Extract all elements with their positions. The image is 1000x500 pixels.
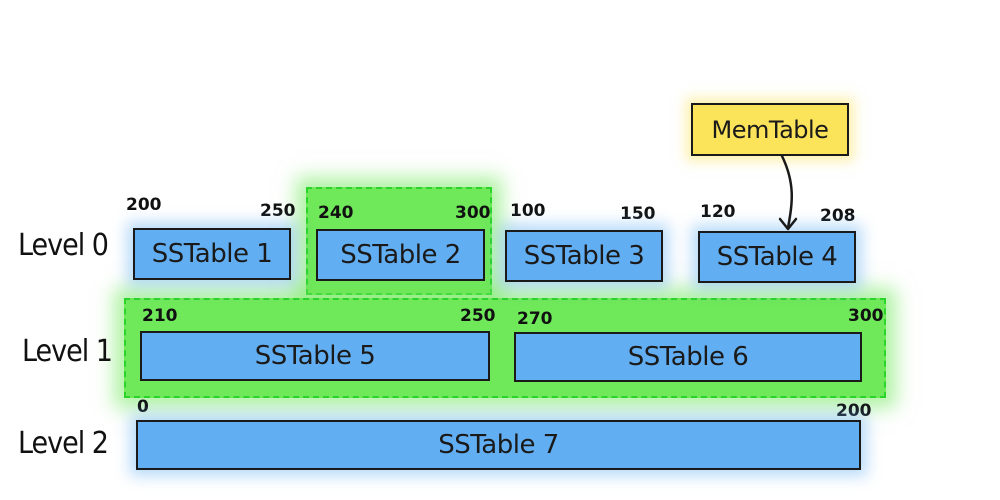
flush-arrow-head [778, 217, 798, 231]
sstable-7-label: SSTable 7 [438, 430, 559, 460]
sstable-1: SSTable 1 [133, 228, 291, 280]
sstable-4: SSTable 4 [698, 231, 856, 283]
sstable-5: SSTable 5 [140, 331, 490, 381]
sstable-6: SSTable 6 [514, 332, 862, 382]
level-2-label: Level 2 [18, 426, 109, 461]
sstable-5-min-key: 210 [142, 306, 178, 326]
memtable-box: MemTable [691, 103, 849, 156]
sstable-3-max-key: 150 [620, 204, 656, 224]
sstable-1-label: SSTable 1 [151, 239, 273, 269]
memtable-label: MemTable [711, 115, 829, 144]
sstable-6-max-key: 300 [848, 306, 884, 326]
sstable-2-label: SSTable 2 [340, 240, 461, 270]
sstable-4-max-key: 208 [820, 206, 856, 226]
sstable-4-label: SSTable 4 [716, 242, 838, 272]
sstable-5-label: SSTable 5 [254, 341, 376, 371]
sstable-3-label: SSTable 3 [523, 241, 645, 271]
flush-arrow-line [780, 154, 794, 230]
sstable-1-max-key: 250 [260, 201, 296, 221]
sstable-7: SSTable 7 [136, 420, 861, 470]
sstable-6-min-key: 270 [517, 309, 553, 329]
sstable-7-max-key: 200 [836, 401, 872, 421]
level-0-label: Level 0 [18, 228, 109, 263]
sstable-1-min-key: 200 [126, 195, 162, 215]
sstable-2: SSTable 2 [316, 229, 485, 281]
sstable-7-min-key: 0 [137, 397, 149, 417]
sstable-2-max-key: 300 [455, 203, 491, 223]
sstable-3: SSTable 3 [505, 230, 663, 282]
sstable-6-label: SSTable 6 [627, 342, 749, 372]
level-1-label: Level 1 [22, 334, 113, 369]
sstable-4-min-key: 120 [700, 202, 736, 222]
sstable-5-max-key: 250 [460, 306, 496, 326]
sstable-2-min-key: 240 [318, 203, 354, 223]
sstable-3-min-key: 100 [510, 201, 546, 221]
